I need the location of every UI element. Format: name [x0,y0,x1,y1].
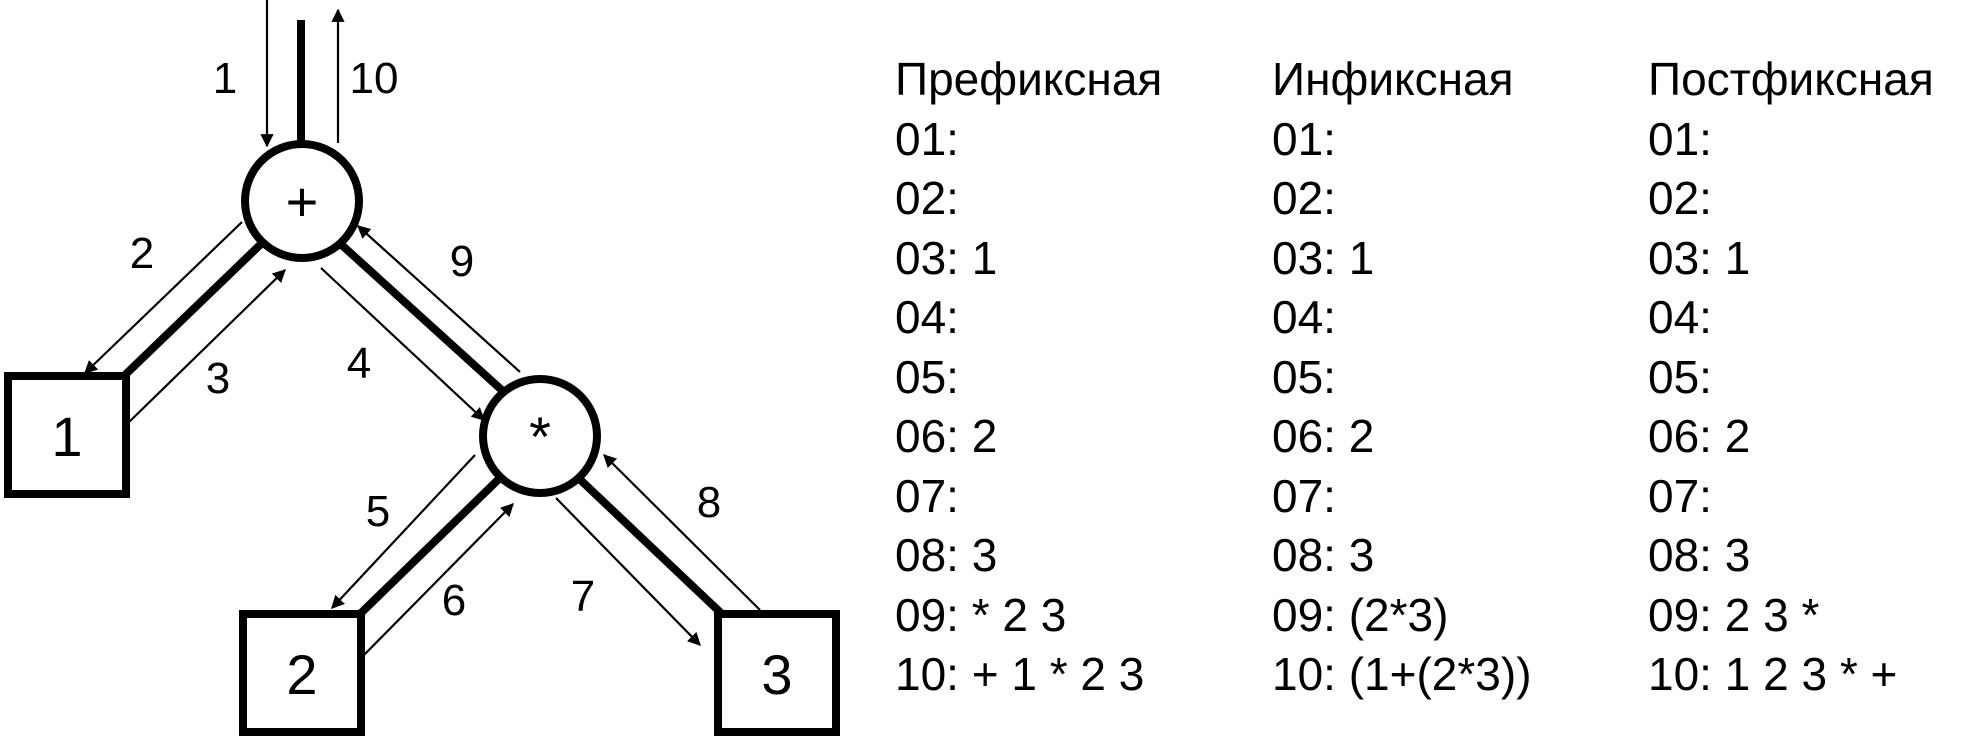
step-label-4: 4 [347,339,371,388]
prefix-row: 05: [895,350,959,403]
leaf-node-2: 2 [239,610,365,736]
infix-row: 07: [1272,469,1336,522]
infix-row: 05: [1272,350,1336,403]
prefix-header: Префиксная [895,53,1163,105]
node-times: * [479,375,601,497]
prefix-row: 06: 2 [895,410,998,462]
infix-row: 01: [1272,112,1336,165]
expression-tree: + * 1 2 3 1 10 2 3 4 9 5 6 7 8 [4,0,840,736]
infix-row: 06: 2 [1272,410,1375,462]
step-label-7: 7 [571,572,595,621]
postfix-row: 08: 3 [1648,529,1751,581]
prefix-row: 08: 3 [895,529,998,581]
infix-row: 04: [1272,291,1336,343]
postfix-row: 07: [1648,469,1712,522]
infix-row: 09: (2*3) [1272,588,1449,641]
node-plus-label: + [286,170,319,233]
leaf-node-1-label: 1 [51,405,82,468]
prefix-row: 02: [895,172,959,224]
arrow-step-9 [357,225,521,373]
infix-column: Инфиксная 01: 02: 03: 1 04: 05: 06: 2 07… [1272,50,1532,705]
node-times-label: * [529,405,551,468]
step-label-8: 8 [697,478,721,527]
arrow-step-4 [320,267,485,421]
infix-row: 08: 3 [1272,529,1375,581]
step-label-10: 10 [350,54,399,103]
step-label-3: 3 [206,354,230,403]
infix-header: Инфиксная [1272,53,1514,105]
edge-times-leaf2 [357,471,507,617]
postfix-row: 02: [1648,172,1712,224]
leaf-node-2-label: 2 [286,643,317,706]
postfix-row: 09: 2 3 * [1648,588,1820,641]
edge-times-leaf3 [568,468,725,617]
prefix-row: 01: [895,112,959,165]
postfix-row: 03: 1 [1648,231,1751,284]
postfix-header: Постфиксная [1648,53,1934,105]
edge-plus-times [331,235,508,396]
edge-plus-leaf1 [121,240,265,379]
infix-row: 02: [1272,172,1336,224]
prefix-row: 04: [895,291,959,343]
postfix-row: 10: 1 2 3 * + [1648,648,1898,700]
leaf-node-3-label: 3 [761,643,792,706]
prefix-row: 03: 1 [895,231,998,284]
prefix-row: 07: [895,469,959,522]
arrow-step-8 [603,454,761,611]
step-label-6: 6 [442,576,466,625]
prefix-column: Префиксная 01: 02: 03: 1 04: 05: 06: 2 0… [895,50,1162,705]
prefix-row: 10: + 1 * 2 3 [895,648,1145,700]
step-label-2: 2 [130,229,154,278]
arrow-step-5 [331,454,476,609]
node-plus: + [241,140,363,262]
step-label-1: 1 [213,54,237,103]
infix-row: 03: 1 [1272,231,1375,284]
infix-row: 10: (1+(2*3)) [1272,648,1532,700]
postfix-row: 06: 2 [1648,410,1751,462]
arrow-step-6 [362,503,514,657]
arrow-step-2 [84,221,243,374]
arrow-step-7 [555,497,701,646]
step-label-5: 5 [366,487,390,536]
leaf-node-3: 3 [714,610,840,736]
step-label-9: 9 [450,237,474,286]
postfix-row: 04: [1648,291,1712,343]
postfix-row: 05: [1648,350,1712,403]
arrow-step-3 [126,269,286,425]
postfix-row: 01: [1648,112,1712,165]
prefix-row: 09: * 2 3 [895,588,1067,641]
leaf-node-1: 1 [4,372,130,498]
postfix-column: Постфиксная 01: 02: 03: 1 04: 05: 06: 2 … [1648,50,1934,705]
